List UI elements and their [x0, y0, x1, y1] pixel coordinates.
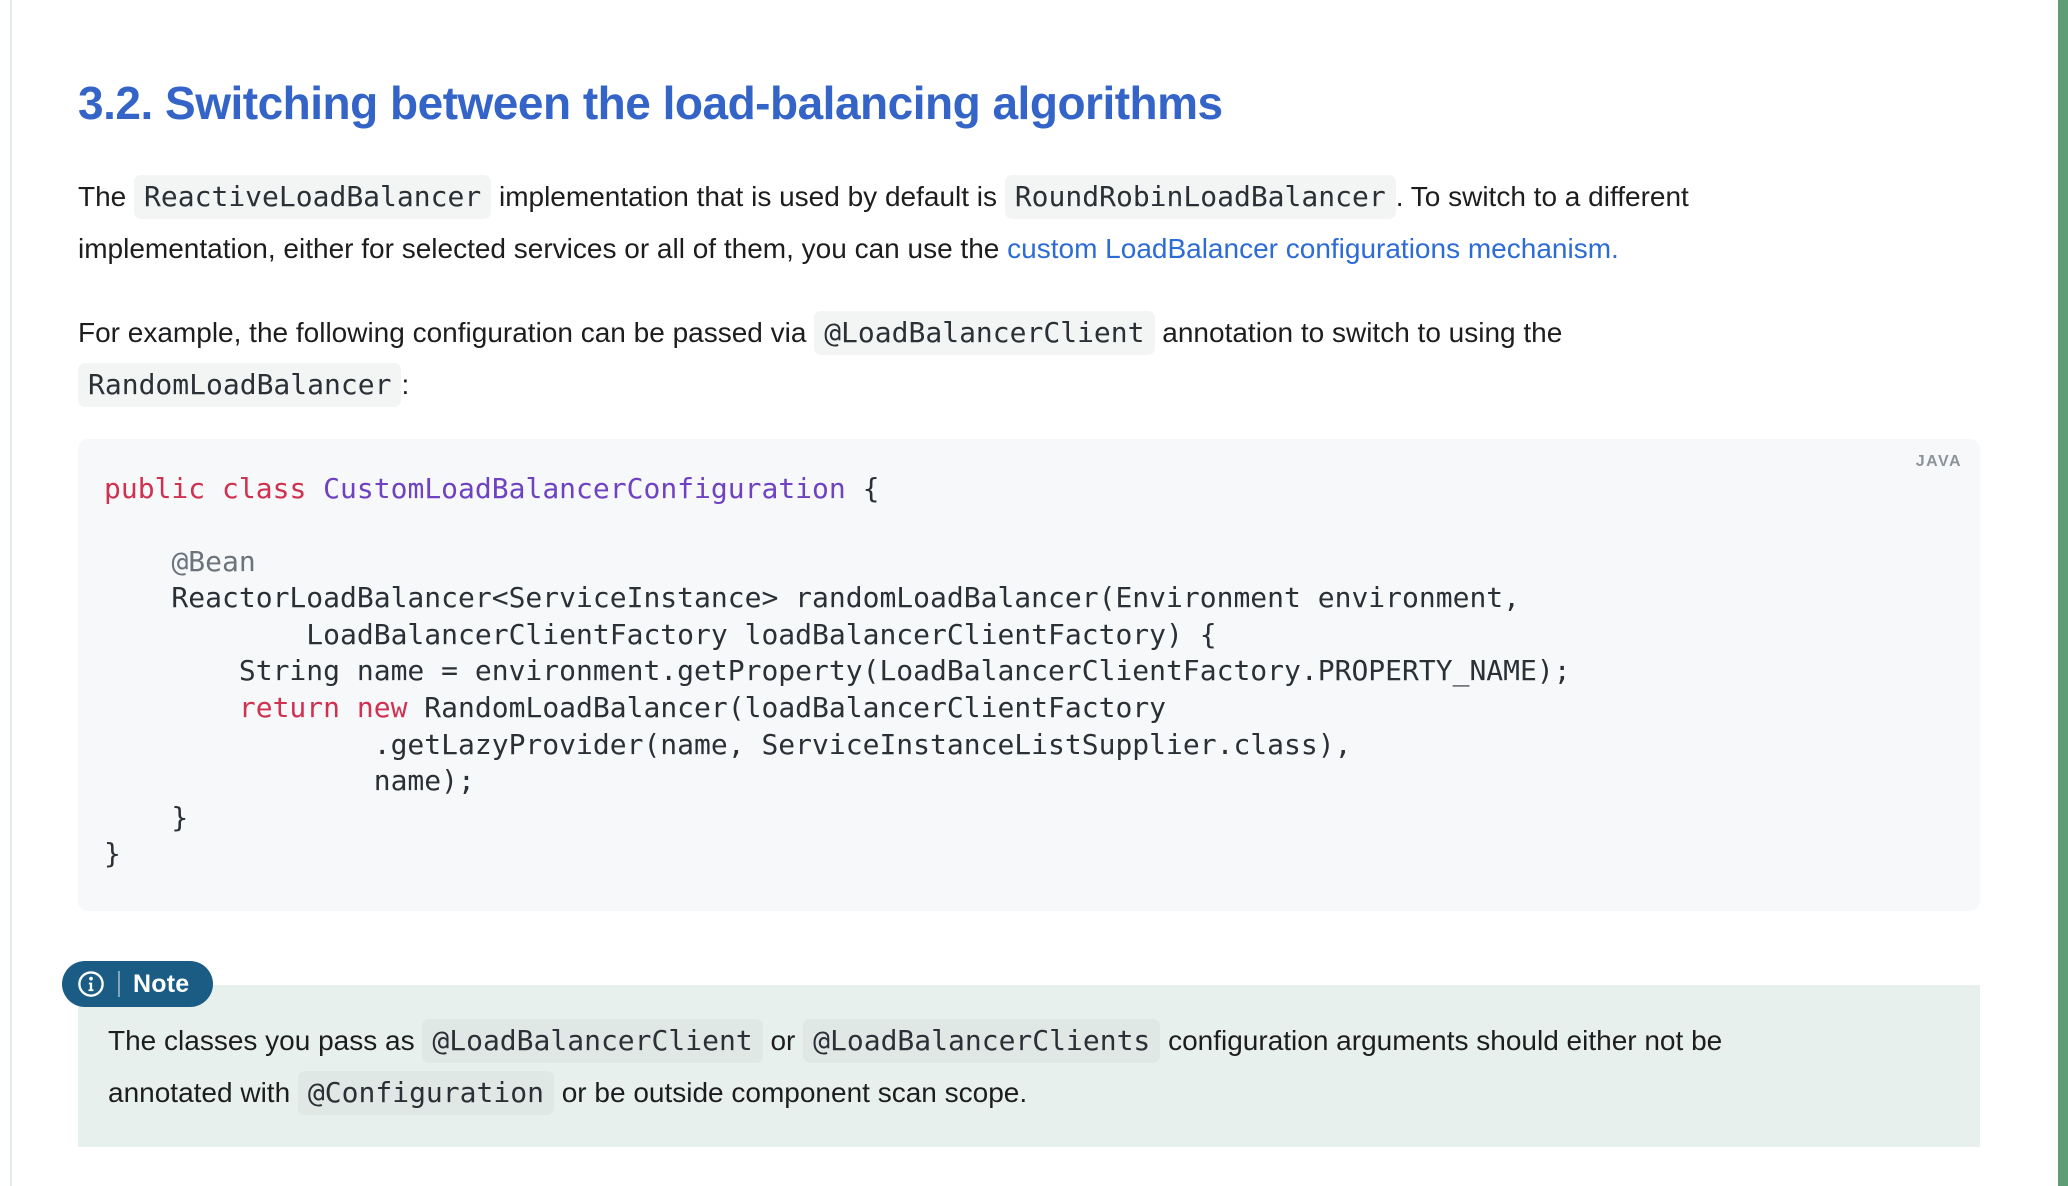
code-language-label: JAVA: [1915, 452, 1962, 470]
inline-code-chip: @LoadBalancerClient: [422, 1019, 763, 1064]
text-run: implementation that is used by default i…: [491, 180, 1005, 212]
note-body-text: The classes you pass as @LoadBalancerCli…: [78, 985, 1980, 1148]
inline-code-chip: @LoadBalancerClients: [803, 1019, 1161, 1064]
text-run: implementation, either for selected serv…: [78, 232, 1008, 264]
article-content: 3.2. Switching between the load-balancin…: [0, 75, 2068, 1148]
text-run: annotation to switch to using the: [1154, 316, 1563, 348]
section-heading: 3.2. Switching between the load-balancin…: [78, 77, 1223, 129]
doc-link[interactable]: custom LoadBalancer configurations mecha…: [1007, 232, 1619, 264]
inline-code-chip: @Configuration: [297, 1071, 554, 1116]
text-run: or: [762, 1025, 804, 1057]
example-paragraph: For example, the following configuration…: [78, 307, 1980, 411]
inline-code-chip: ReactiveLoadBalancer: [134, 174, 492, 219]
info-circle-icon: [78, 971, 104, 997]
inline-code-chip: RandomLoadBalancer: [78, 362, 402, 407]
code-block: JAVA public class CustomLoadBalancerConf…: [78, 438, 1980, 912]
note-admonition: Note The classes you pass as @LoadBalanc…: [62, 961, 1980, 1148]
note-badge: Note: [62, 961, 214, 1008]
text-run: configuration arguments should either no…: [1160, 1025, 1723, 1057]
text-run: The: [78, 180, 135, 212]
text-run: or be outside component scan scope.: [553, 1077, 1028, 1109]
text-run: annotated with: [108, 1077, 298, 1109]
text-run: . To switch to a different: [1395, 180, 1689, 212]
left-edge-divider: [10, 0, 12, 1186]
right-edge-bar: [2058, 0, 2068, 1186]
text-run: The classes you pass as: [108, 1025, 423, 1057]
inline-code-chip: RoundRobinLoadBalancer: [1004, 174, 1396, 219]
text-run: For example, the following configuration…: [78, 316, 815, 348]
badge-separator: [118, 971, 120, 998]
text-run: :: [401, 368, 410, 400]
note-badge-label: Note: [133, 969, 190, 998]
code-content: public class CustomLoadBalancerConfigura…: [104, 471, 1571, 871]
inline-code-chip: @LoadBalancerClient: [814, 310, 1155, 355]
intro-paragraph: The ReactiveLoadBalancer implementation …: [78, 171, 1980, 275]
